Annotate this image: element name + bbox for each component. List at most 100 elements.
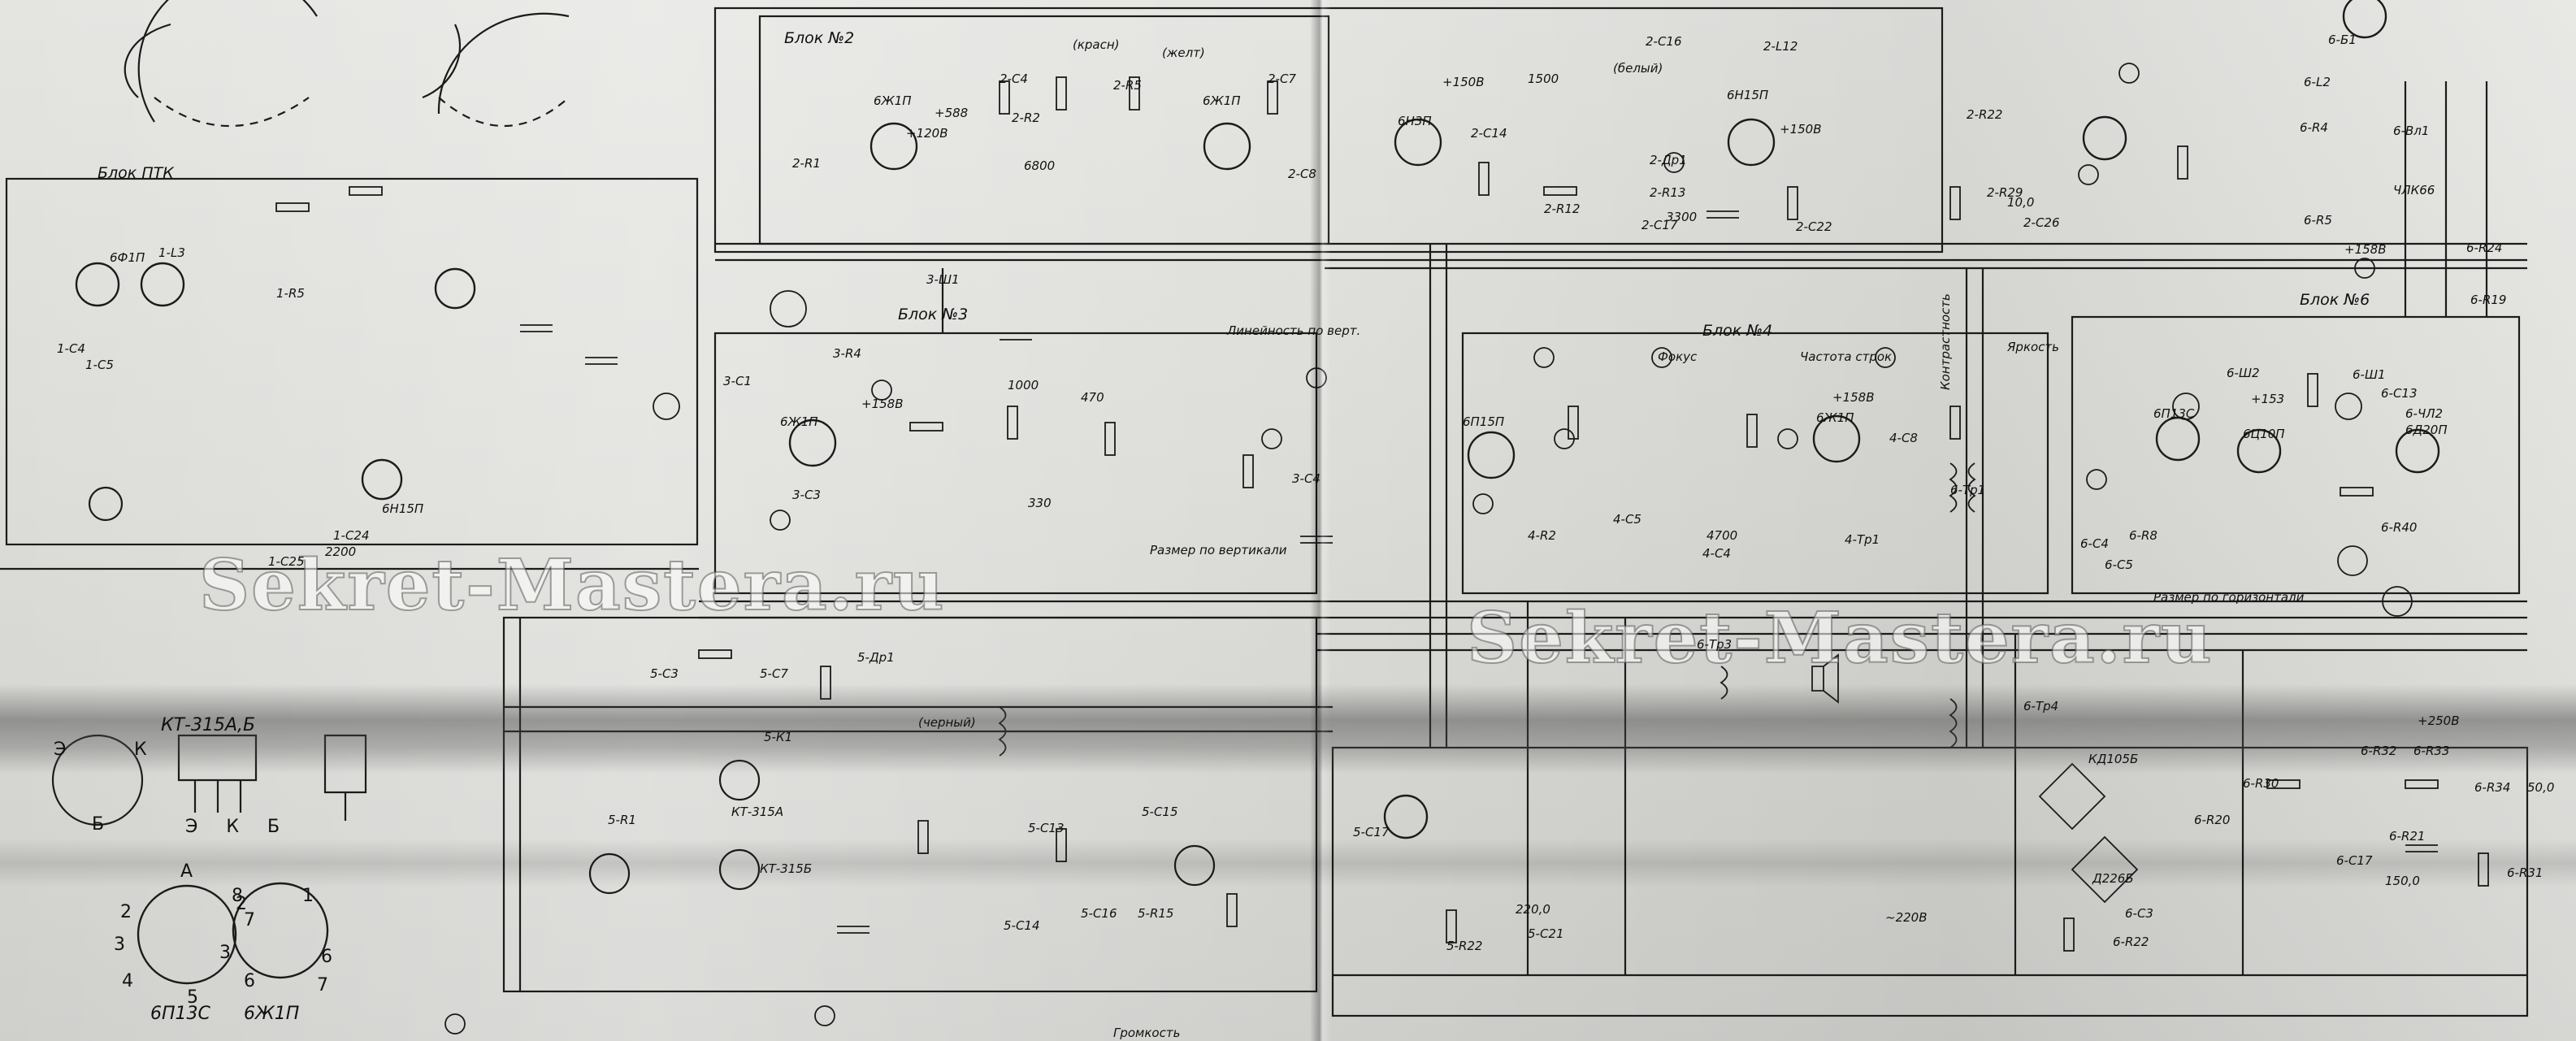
wire-color-white: (белый)	[1613, 61, 1663, 76]
ref-2r29: 2-R29	[1987, 185, 2023, 200]
ref-1c25: 1-С25	[268, 554, 305, 569]
block-6-frame	[2071, 315, 2521, 595]
ref-6r24: 6-R24	[2466, 241, 2503, 255]
ref-6c5: 6-С5	[2105, 557, 2133, 572]
right-tube-pin: 1	[302, 886, 314, 906]
block-5-frame	[502, 616, 1318, 993]
horizontal-size-label: Размер по горизонтали	[2153, 590, 2305, 605]
tube-type-label: 6Н15П	[1727, 88, 1769, 102]
ref-4c4: 4-С4	[1702, 546, 1731, 561]
voltage-158a: +158В	[861, 397, 904, 411]
ref-2dr1: 2-Др1	[1650, 153, 1687, 167]
ref-5k1: 5-К1	[764, 730, 793, 744]
ref-2c17: 2-С17	[1641, 218, 1678, 232]
left-tube-pin: 5	[187, 987, 198, 1008]
ref-6sh2: 6-Ш2	[2227, 366, 2260, 380]
wire-color-black: (черный)	[918, 715, 976, 730]
watermark-left: Sekret-Mastera.ru	[198, 544, 946, 627]
tube-type-label: 6Ж1П	[780, 414, 818, 429]
ref-3c1: 3-С1	[723, 374, 752, 388]
tube-type-label: 6Ц10П	[2243, 427, 2285, 441]
right-tube-pin: 6	[321, 947, 332, 967]
ref-6tr3: 6-Тр3	[1697, 637, 1733, 652]
ref-6r21: 6-R21	[2389, 829, 2426, 844]
ref-6ch2: 6-ЧЛ2	[2405, 406, 2444, 421]
left-tube-pin: 4	[122, 971, 133, 991]
left-tube-pin: 7	[244, 910, 255, 930]
focus-label: Фокус	[1658, 349, 1698, 364]
tube-type-label: 6Ж1П	[1816, 410, 1854, 425]
paper-fold-horizontal	[0, 684, 2576, 774]
tube-type-label: 6Д20П	[2405, 423, 2448, 437]
right-tube-pin: 3	[219, 943, 231, 963]
ref-2c14: 2-С14	[1471, 126, 1507, 141]
ref-2c22: 2-С22	[1796, 219, 1832, 234]
transistor-kt315a: КТ-315А	[731, 805, 784, 819]
voltage-588: +588	[935, 106, 969, 120]
ref-3sh1: 3-Ш1	[926, 272, 960, 287]
block-4-title: Блок №4	[1702, 322, 1773, 340]
block-ptk-title: Блок ПТК	[98, 164, 174, 182]
value-1500: 1500	[1528, 72, 1559, 86]
voltage-158c: +158В	[2344, 242, 2387, 257]
ref-6sh1: 6-Ш1	[2353, 367, 2386, 382]
paper-fold-vertical	[1310, 0, 1331, 1041]
value-2200: 2200	[325, 544, 357, 559]
value-10-0: 10,0	[2007, 195, 2035, 210]
ref-5c21: 5-С21	[1528, 926, 1564, 941]
voltage-150: +150В	[1442, 75, 1485, 89]
legend-tube-anode: А	[180, 861, 193, 882]
ref-2r2: 2-R2	[1012, 111, 1040, 125]
diode-label: Д226Б	[2092, 871, 2134, 886]
left-tube-pin: 8	[232, 886, 243, 906]
ref-1l3: 1-L3	[158, 245, 185, 260]
value-6800: 6800	[1024, 158, 1056, 173]
block-2-title: Блок №2	[784, 29, 855, 47]
right-tube-pin: 2	[236, 894, 247, 914]
ref-1r5: 1-R5	[276, 286, 305, 301]
ref-6r20: 6-R20	[2194, 813, 2231, 827]
ref-2r1: 2-R1	[792, 156, 821, 171]
ref-6r40: 6-R40	[2381, 520, 2418, 535]
ref-2r22: 2-R22	[1967, 107, 2003, 122]
ref-4tr1: 4-Тр1	[1845, 532, 1880, 547]
speaker-chlk66: ЧЛК66	[2393, 183, 2435, 197]
ref-6tr1: 6-Тр1	[1950, 483, 1986, 497]
value-150-0: 150,0	[2385, 874, 2420, 888]
ref-2c26: 2-С26	[2023, 215, 2060, 230]
ref-2c16: 2-С16	[1646, 34, 1682, 49]
ref-5dr1: 5-Др1	[857, 650, 895, 665]
legend-transistor-title: КТ-315А,Б	[161, 715, 256, 735]
ref-4c8: 4-С8	[1889, 431, 1918, 445]
block-6-title: Блок №6	[2300, 291, 2370, 309]
ref-6tr4: 6-Тр4	[2023, 699, 2059, 714]
ref-6r30: 6-R30	[2243, 776, 2279, 791]
legend-transistor-base: Б	[92, 814, 105, 835]
block-2-frame	[713, 7, 1944, 254]
tube-type-label: 6Н15П	[382, 501, 424, 516]
volume-label: Громкость	[1113, 1026, 1181, 1040]
selector-dial-1	[137, 0, 318, 123]
tube-type-label: 6П13С	[2153, 406, 2195, 421]
legend-tube-left-name: 6П13С	[150, 1004, 210, 1024]
voltage-250: +250В	[2418, 714, 2460, 728]
ref-5r1: 5-R1	[608, 813, 636, 827]
value-1000: 1000	[1008, 378, 1039, 393]
tube-type-label: 6Ж1П	[874, 93, 912, 108]
left-tube-pin: 6	[244, 971, 255, 991]
diode-bridge-label: КД105Б	[2088, 752, 2139, 766]
ref-5c13: 5-С13	[1028, 821, 1065, 835]
vertical-linearity-label: Линейность по верт.	[1227, 323, 1361, 338]
ref-6r4: 6-R4	[2300, 120, 2328, 135]
ref-6r33: 6-R33	[2413, 744, 2450, 758]
ref-2r12: 2-R12	[1544, 202, 1581, 216]
tube-type-label: 6Ж1П	[1203, 93, 1241, 108]
ref-6r34: 6-R34	[2474, 780, 2511, 795]
line-frequency-label: Частота строк	[1800, 349, 1893, 364]
left-tube-pin: 2	[120, 902, 132, 922]
ref-3c4: 3-С4	[1292, 471, 1321, 486]
ref-3r4: 3-R4	[833, 346, 861, 361]
voltage-158b: +158В	[1832, 390, 1875, 405]
